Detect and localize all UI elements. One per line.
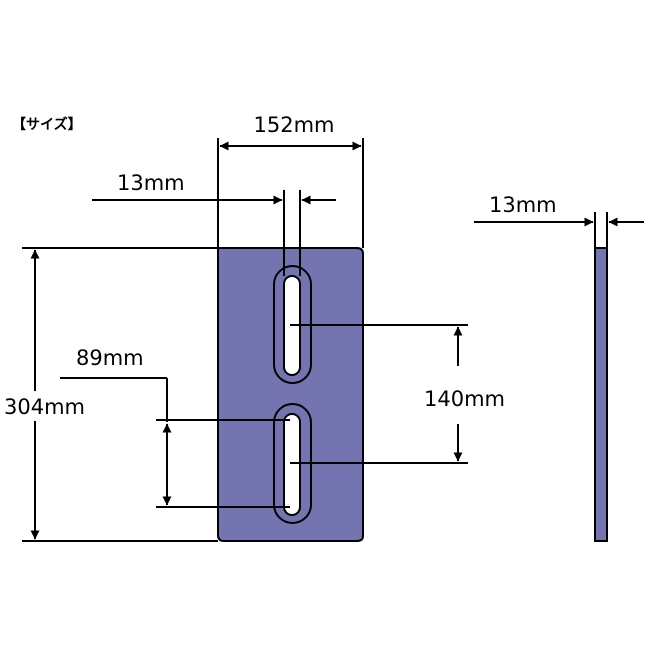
thickness-label: 13mm [489, 193, 557, 217]
width-label: 152mm [254, 113, 335, 137]
height-label: 304mm [4, 395, 85, 419]
slot-length-label: 89mm [76, 346, 144, 370]
plate-front-view [217, 247, 364, 542]
plate-side-view: 13mm [474, 193, 644, 542]
slot-length-dimension: 89mm [60, 346, 290, 508]
slot-spacing-label: 140mm [424, 387, 505, 411]
plate-body [217, 247, 364, 542]
slot-width-dimension: 13mm [92, 171, 336, 276]
lower-slot [283, 413, 301, 516]
slot-width-label: 13mm [117, 171, 185, 195]
width-dimension: 152mm [217, 113, 364, 248]
section-label: 【サイズ】 [12, 116, 82, 133]
height-dimension: 304mm [4, 247, 218, 542]
plate-side-body [594, 247, 608, 542]
slot-spacing-dimension: 140mm [290, 324, 505, 464]
